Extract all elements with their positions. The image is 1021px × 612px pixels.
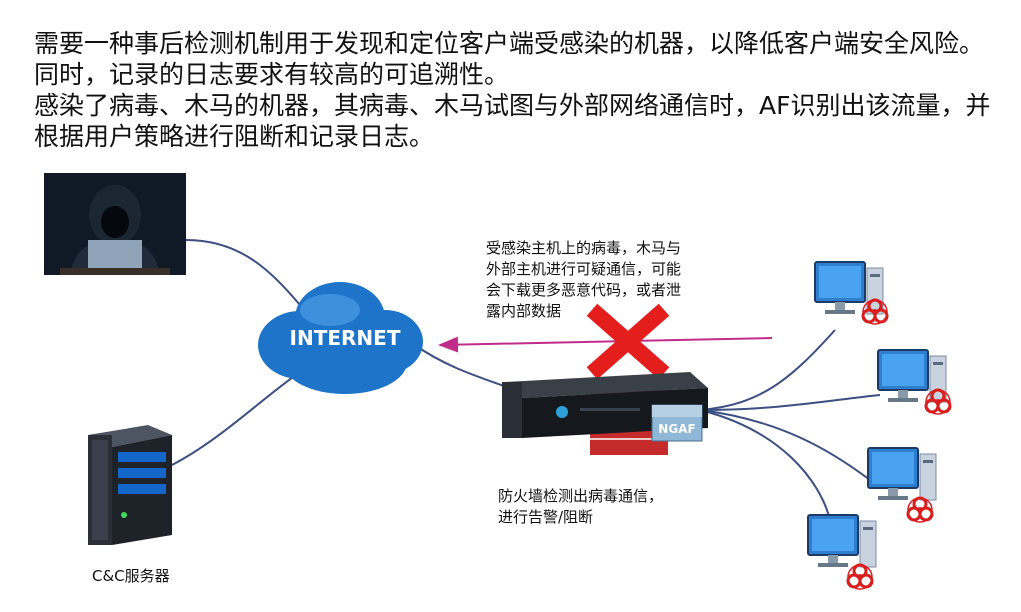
link-server-internet xyxy=(171,371,301,466)
intro-text: 需要一种事后检测机制用于发现和定位客户端受感染的机器，以降低客户端安全风险。同时… xyxy=(34,28,1004,152)
virus-note-line-3: 会下载更多恶意代码，或者泄 xyxy=(486,281,682,299)
ngaf-label: NGAF xyxy=(658,422,695,436)
hacker-photo xyxy=(44,173,186,275)
infected-pc-icon xyxy=(877,349,952,416)
intro-paragraph-1: 需要一种事后检测机制用于发现和定位客户端受感染的机器，以降低客户端安全风险。同时… xyxy=(34,29,985,89)
link-firewall-pc4 xyxy=(699,409,831,521)
link-firewall-pc1 xyxy=(699,329,836,411)
virus-note-line-4: 露内部数据 xyxy=(486,302,562,320)
infected-pc-icon xyxy=(867,447,937,524)
link-hacker-internet xyxy=(185,239,301,306)
firewall-detection-note: 防火墙检测出病毒通信， 进行告警/阻断 xyxy=(498,486,663,528)
link-firewall-pc3 xyxy=(699,409,871,481)
block-x-icon xyxy=(586,303,670,380)
virus-note-line-1: 受感染主机上的病毒，木马与 xyxy=(486,239,682,257)
internet-label: INTERNET xyxy=(290,326,401,350)
cloud-icon xyxy=(258,282,423,394)
cnc-server-label: C&C服务器 xyxy=(92,567,170,585)
infected-pc-icon xyxy=(814,261,889,326)
intro-paragraph-2: 感染了病毒、木马的机器，其病毒、木马试图与外部网络通信时，AF识别出该流量，并根… xyxy=(34,91,991,151)
server-tower-icon xyxy=(88,425,172,545)
virus-note-line-2: 外部主机进行可疑通信，可能 xyxy=(486,260,682,278)
firewall-appliance-icon xyxy=(502,372,708,455)
firewall-note-line-2: 进行告警/阻断 xyxy=(498,508,594,526)
firewall-note-line-1: 防火墙检测出病毒通信， xyxy=(498,487,664,505)
infected-pc-icon xyxy=(807,514,877,591)
link-firewall-pc2 xyxy=(699,394,881,411)
malicious-traffic-arrow xyxy=(438,336,773,353)
virus-communication-note: 受感染主机上的病毒，木马与 外部主机进行可疑通信，可能 会下载更多恶意代码，或者… xyxy=(486,238,681,322)
